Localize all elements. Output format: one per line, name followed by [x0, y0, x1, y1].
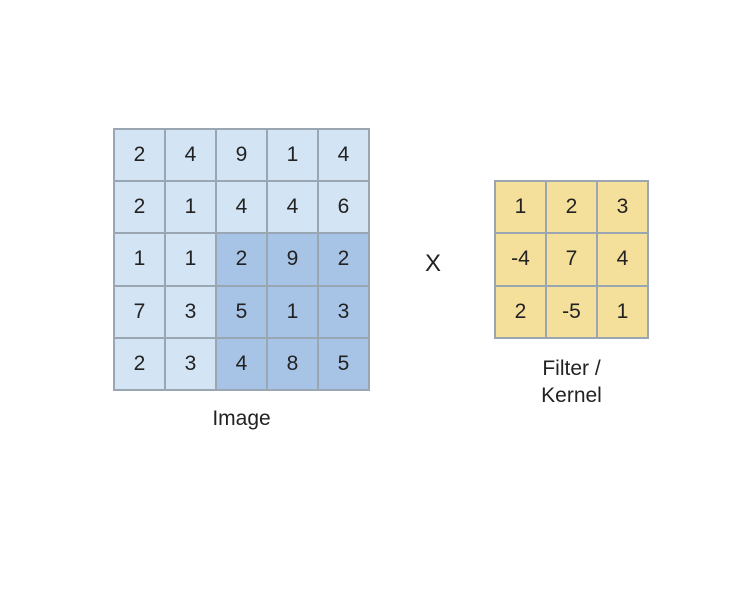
image-cell: 4 [216, 181, 267, 234]
image-cell-highlighted: 2 [216, 233, 267, 286]
image-cell: 4 [165, 129, 216, 182]
image-cell-highlighted: 8 [267, 337, 318, 390]
kernel-cell: -4 [495, 233, 546, 286]
multiply-operator: X [424, 250, 441, 277]
kernel-cell: -5 [546, 285, 597, 338]
image-label: Image [212, 407, 271, 430]
image-cell-highlighted: 2 [318, 233, 369, 286]
image-cell: 1 [165, 233, 216, 286]
kernel-cell: 1 [597, 285, 648, 338]
image-cell: 1 [114, 233, 165, 286]
image-cell-highlighted: 9 [267, 233, 318, 286]
kernel-cell: 1 [495, 181, 546, 234]
image-cell: 2 [114, 129, 165, 182]
image-cell-highlighted: 5 [318, 337, 369, 390]
kernel-cell: 2 [495, 285, 546, 338]
image-cell: 4 [318, 129, 369, 182]
image-matrix: 2 4 9 1 4 2 1 4 4 6 1 1 2 9 2 7 3 5 1 3 … [113, 128, 370, 391]
kernel-cell: 2 [546, 181, 597, 234]
image-cell-highlighted: 5 [216, 285, 267, 338]
image-cell: 4 [267, 181, 318, 234]
kernel-cell: 7 [546, 233, 597, 286]
kernel-cell: 3 [597, 181, 648, 234]
image-cell: 3 [165, 337, 216, 390]
image-cell-highlighted: 4 [216, 337, 267, 390]
image-cell: 9 [216, 129, 267, 182]
kernel-label: Filter / Kernel [541, 357, 602, 407]
image-cell-highlighted: 1 [267, 285, 318, 338]
image-cell: 7 [114, 285, 165, 338]
image-cell: 2 [114, 337, 165, 390]
image-cell: 6 [318, 181, 369, 234]
image-cell-highlighted: 3 [318, 285, 369, 338]
kernel-matrix: 1 2 3 -4 7 4 2 -5 1 [494, 180, 649, 339]
kernel-cell: 4 [597, 233, 648, 286]
image-cell: 1 [165, 181, 216, 234]
image-cell: 1 [267, 129, 318, 182]
image-cell: 2 [114, 181, 165, 234]
image-cell: 3 [165, 285, 216, 338]
